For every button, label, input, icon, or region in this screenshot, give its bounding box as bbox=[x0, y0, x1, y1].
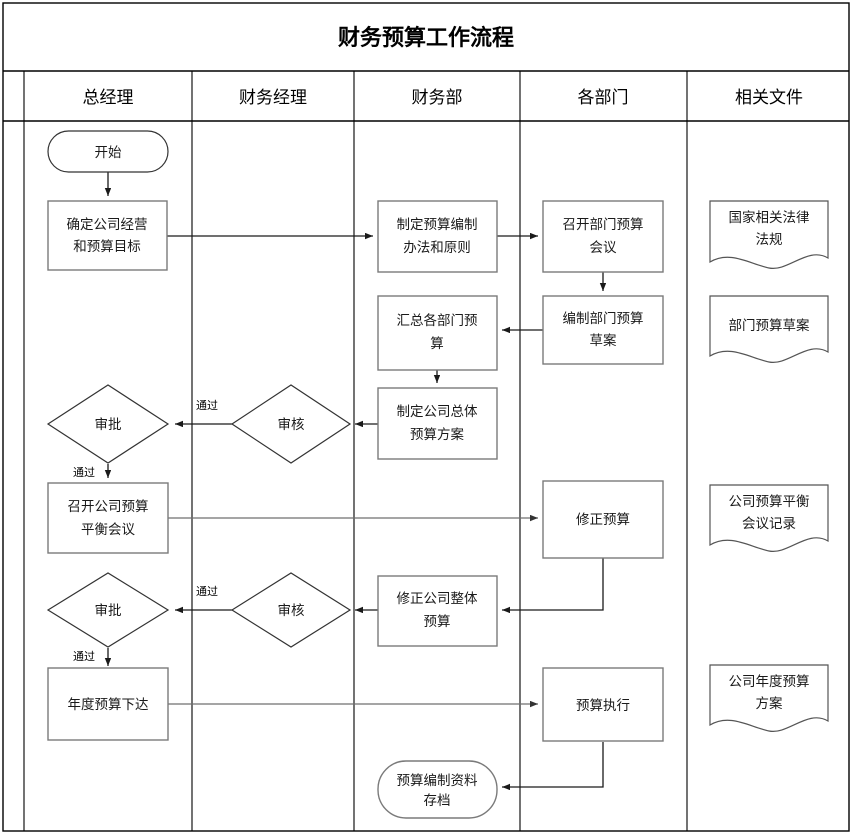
node-company-plan-line2: 预算方案 bbox=[410, 426, 464, 442]
node-issue-budget-label: 年度预算下达 bbox=[68, 697, 149, 712]
node-balance-meeting-line2: 平衡会议 bbox=[81, 522, 135, 537]
document-annual-plan-line2: 方案 bbox=[756, 695, 784, 711]
node-review-2[interactable]: 审核 bbox=[230, 572, 352, 648]
node-balance-meeting-line1: 召开公司预算 bbox=[68, 499, 149, 514]
document-laws-line1: 国家相关法律 bbox=[729, 209, 810, 225]
node-dept-draft[interactable]: 编制部门预算 草案 bbox=[542, 295, 664, 365]
lane-header-finance-dept: 财务部 bbox=[412, 88, 463, 107]
node-issue-budget[interactable]: 年度预算下达 bbox=[47, 667, 169, 741]
edge-revise-to-revise-company bbox=[502, 558, 604, 614]
node-company-plan[interactable]: 制定公司总体 预算方案 bbox=[377, 387, 498, 460]
document-dept-draft-line1: 部门预算草案 bbox=[729, 317, 810, 333]
node-dept-meeting-line1: 召开部门预算 bbox=[563, 217, 644, 232]
node-approve-1[interactable]: 审批 bbox=[46, 384, 170, 464]
document-laws[interactable]: 国家相关法律 法规 bbox=[709, 200, 829, 269]
node-approve-1-label: 审批 bbox=[95, 417, 122, 432]
node-budget-rules-line1: 制定预算编制 bbox=[397, 217, 478, 232]
node-dept-meeting-line2: 会议 bbox=[590, 240, 618, 255]
node-execute-budget-label: 预算执行 bbox=[576, 698, 630, 713]
node-collect-budgets[interactable]: 汇总各部门预 算 bbox=[377, 295, 498, 371]
lane-header-departments: 各部门 bbox=[578, 88, 629, 107]
node-collect-budgets-line1: 汇总各部门预 bbox=[397, 313, 478, 328]
node-company-plan-line1: 制定公司总体 bbox=[397, 404, 478, 419]
node-review-1[interactable]: 审核 bbox=[230, 384, 352, 464]
edge-execute-to-archive bbox=[502, 742, 604, 791]
node-archive-line1: 预算编制资料 bbox=[397, 773, 478, 788]
lane-header-related-docs: 相关文件 bbox=[735, 88, 803, 107]
node-budget-rules[interactable]: 制定预算编制 办法和原则 bbox=[377, 200, 498, 273]
node-dept-meeting[interactable]: 召开部门预算 会议 bbox=[542, 200, 664, 273]
document-balance-minutes-line1: 公司预算平衡 bbox=[729, 494, 810, 509]
document-laws-line2: 法规 bbox=[756, 232, 783, 247]
node-review-2-label: 审核 bbox=[278, 603, 305, 618]
node-revise-budget[interactable]: 修正预算 bbox=[542, 480, 664, 559]
node-budget-rules-line2: 办法和原则 bbox=[403, 240, 471, 255]
node-execute-budget[interactable]: 预算执行 bbox=[542, 667, 664, 742]
document-annual-plan[interactable]: 公司年度预算 方案 bbox=[709, 664, 829, 732]
document-dept-draft[interactable]: 部门预算草案 bbox=[709, 295, 829, 363]
edge-label-approve2-pass: 通过 bbox=[73, 650, 95, 663]
node-archive-line2: 存档 bbox=[424, 793, 451, 808]
node-start[interactable]: 开始 bbox=[47, 130, 169, 173]
node-dept-draft-line1: 编制部门预算 bbox=[563, 311, 644, 326]
node-set-goals-line2: 和预算目标 bbox=[73, 239, 141, 254]
page-title: 财务预算工作流程 bbox=[338, 25, 514, 50]
node-archive[interactable]: 预算编制资料 存档 bbox=[377, 760, 498, 819]
edge-label-review2-pass: 通过 bbox=[196, 585, 218, 598]
node-dept-draft-line2: 草案 bbox=[590, 332, 618, 348]
node-revise-company[interactable]: 修正公司整体 预算 bbox=[377, 575, 498, 647]
node-collect-budgets-line2: 算 bbox=[430, 336, 444, 351]
node-approve-2-label: 审批 bbox=[95, 603, 122, 618]
document-annual-plan-line1: 公司年度预算 bbox=[729, 674, 810, 689]
node-set-goals-line1: 确定公司经营 bbox=[67, 217, 148, 232]
edge-label-review1-pass: 通过 bbox=[196, 399, 218, 412]
connectors bbox=[104, 172, 607, 791]
node-start-label: 开始 bbox=[95, 145, 122, 160]
node-revise-company-line1: 修正公司整体 bbox=[397, 591, 478, 606]
document-balance-minutes[interactable]: 公司预算平衡 会议记录 bbox=[709, 484, 829, 552]
node-approve-2[interactable]: 审批 bbox=[46, 572, 170, 648]
lane-header-finance-manager: 财务经理 bbox=[239, 88, 307, 107]
node-balance-meeting[interactable]: 召开公司预算 平衡会议 bbox=[47, 482, 169, 554]
node-review-1-label: 审核 bbox=[278, 417, 305, 432]
lane-header-general-manager: 总经理 bbox=[83, 88, 134, 107]
edge-label-approve1-pass: 通过 bbox=[73, 466, 95, 479]
node-revise-budget-label: 修正预算 bbox=[576, 512, 630, 527]
document-balance-minutes-line2: 会议记录 bbox=[742, 516, 796, 531]
node-revise-company-line2: 预算 bbox=[424, 614, 451, 629]
node-set-goals[interactable]: 确定公司经营 和预算目标 bbox=[47, 200, 168, 271]
